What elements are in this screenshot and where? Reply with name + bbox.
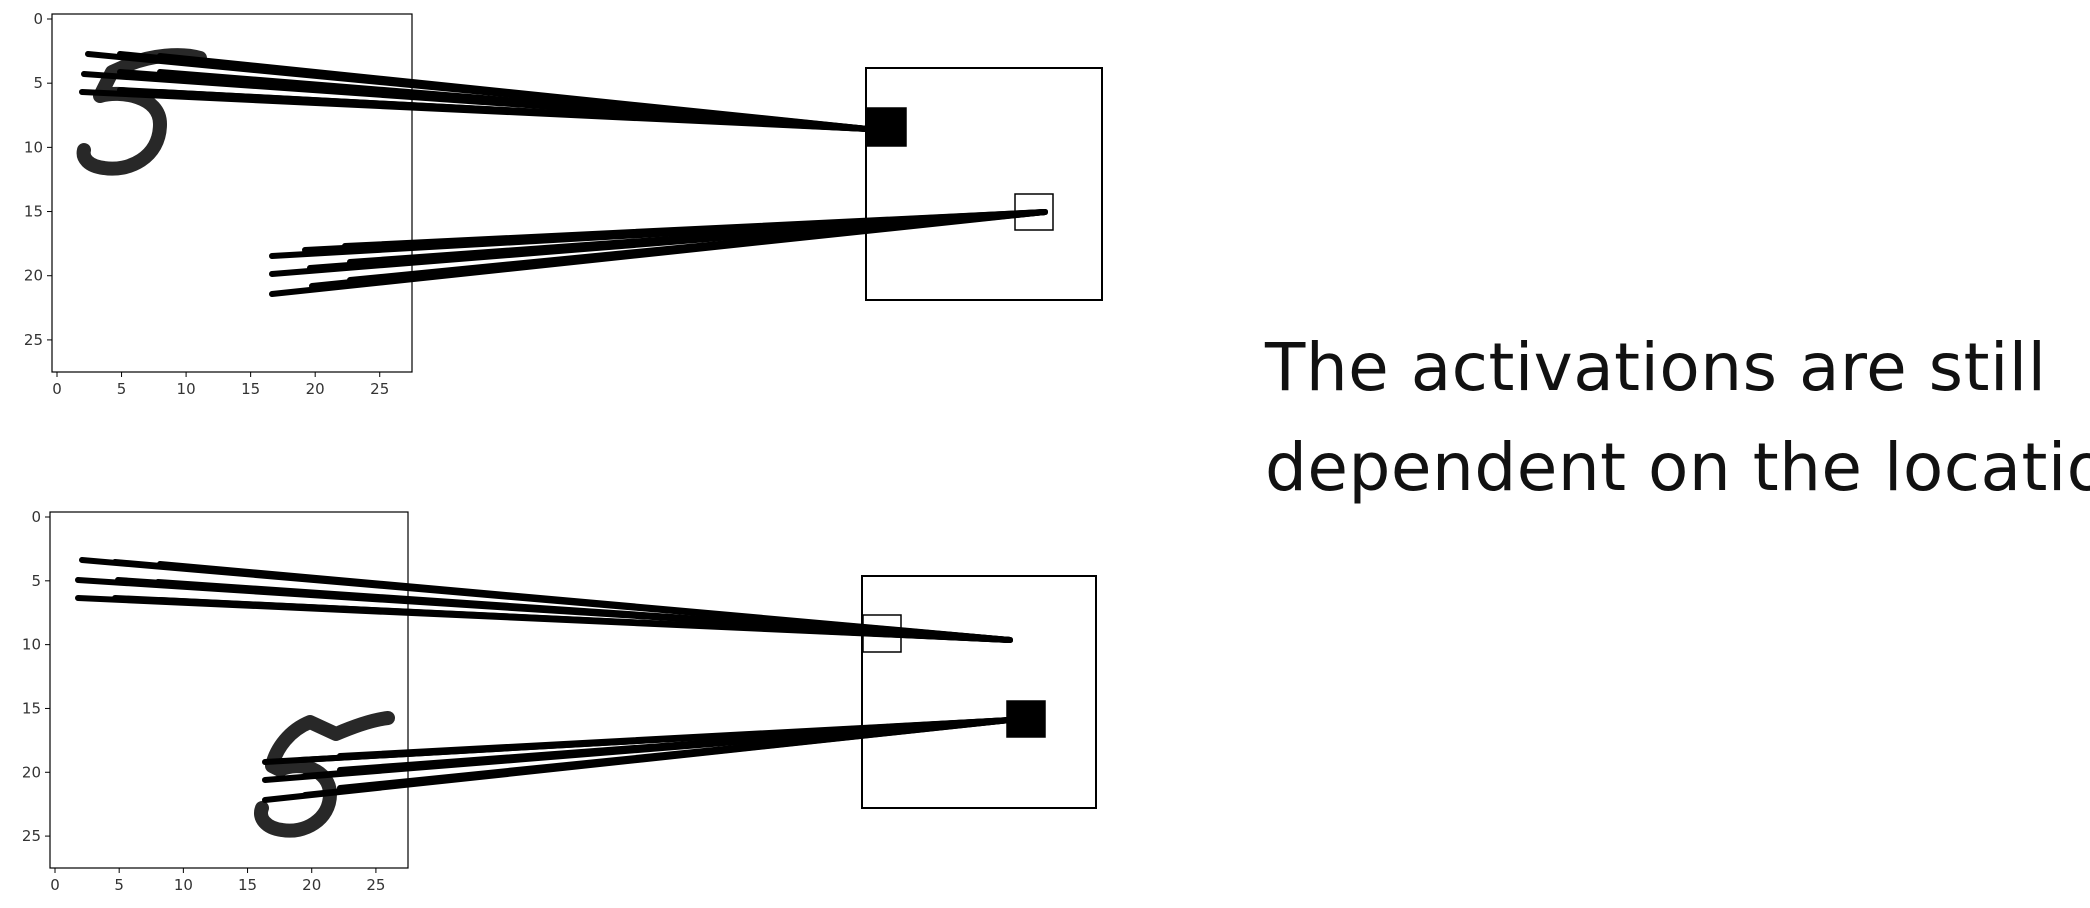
x-tick-label: 0 <box>52 380 62 398</box>
caption-line-2: dependent on the location <box>1265 429 2090 506</box>
y-tick-label: 5 <box>33 74 43 92</box>
y-tick-label: 25 <box>24 331 43 349</box>
x-tick-label: 5 <box>117 380 127 398</box>
connection-line <box>157 597 1013 643</box>
x-tick-label: 15 <box>241 380 260 398</box>
caption-line-1: The activations are still <box>1265 329 2047 406</box>
y-tick-label: 25 <box>22 827 41 845</box>
inactive-unit <box>862 614 902 653</box>
caption: The activations are still dependent on t… <box>1265 318 2090 518</box>
y-tick-label: 10 <box>22 636 41 654</box>
y-tick-label: 0 <box>31 508 41 526</box>
connection-line <box>157 89 871 132</box>
connection-line <box>347 209 1048 283</box>
x-tick-label: 10 <box>177 380 196 398</box>
panel-bottom: 0 5 10 15 20 25 0 5 10 15 20 25 <box>22 508 1097 894</box>
y-tick-label: 10 <box>24 138 43 156</box>
y-tick-label: 15 <box>22 699 41 717</box>
x-tick-label: 5 <box>114 876 124 894</box>
x-tick-label: 0 <box>50 876 60 894</box>
y-tick-label: 0 <box>33 10 43 28</box>
x-tick-label: 25 <box>366 876 385 894</box>
panel-top: 0 5 10 15 20 25 0 5 10 15 20 25 <box>24 10 1103 398</box>
y-tick-label: 5 <box>31 572 41 590</box>
feature-map-frame <box>865 67 1103 301</box>
y-tick-label: 20 <box>22 763 41 781</box>
x-tick-label: 20 <box>306 380 325 398</box>
x-tick-label: 15 <box>238 876 257 894</box>
connection-line <box>337 717 1013 791</box>
x-tick-label: 20 <box>302 876 321 894</box>
input-image-frame <box>51 13 413 373</box>
connection-line <box>157 561 1013 643</box>
y-tick-label: 20 <box>24 267 43 285</box>
input-image-frame <box>49 511 409 869</box>
feature-map-frame <box>861 575 1097 809</box>
active-unit <box>865 107 907 147</box>
x-tick-label: 10 <box>174 876 193 894</box>
figure: 0 5 10 15 20 25 0 5 10 15 20 25 0 5 10 15 20 25 0 5 10 15 20 25 <box>22 10 1103 894</box>
x-tick-label: 25 <box>370 380 389 398</box>
connection-line <box>157 69 871 132</box>
handwritten-digit <box>254 711 395 838</box>
y-tick-label: 15 <box>24 203 43 221</box>
active-unit <box>1006 700 1046 738</box>
inactive-unit <box>1014 193 1054 231</box>
